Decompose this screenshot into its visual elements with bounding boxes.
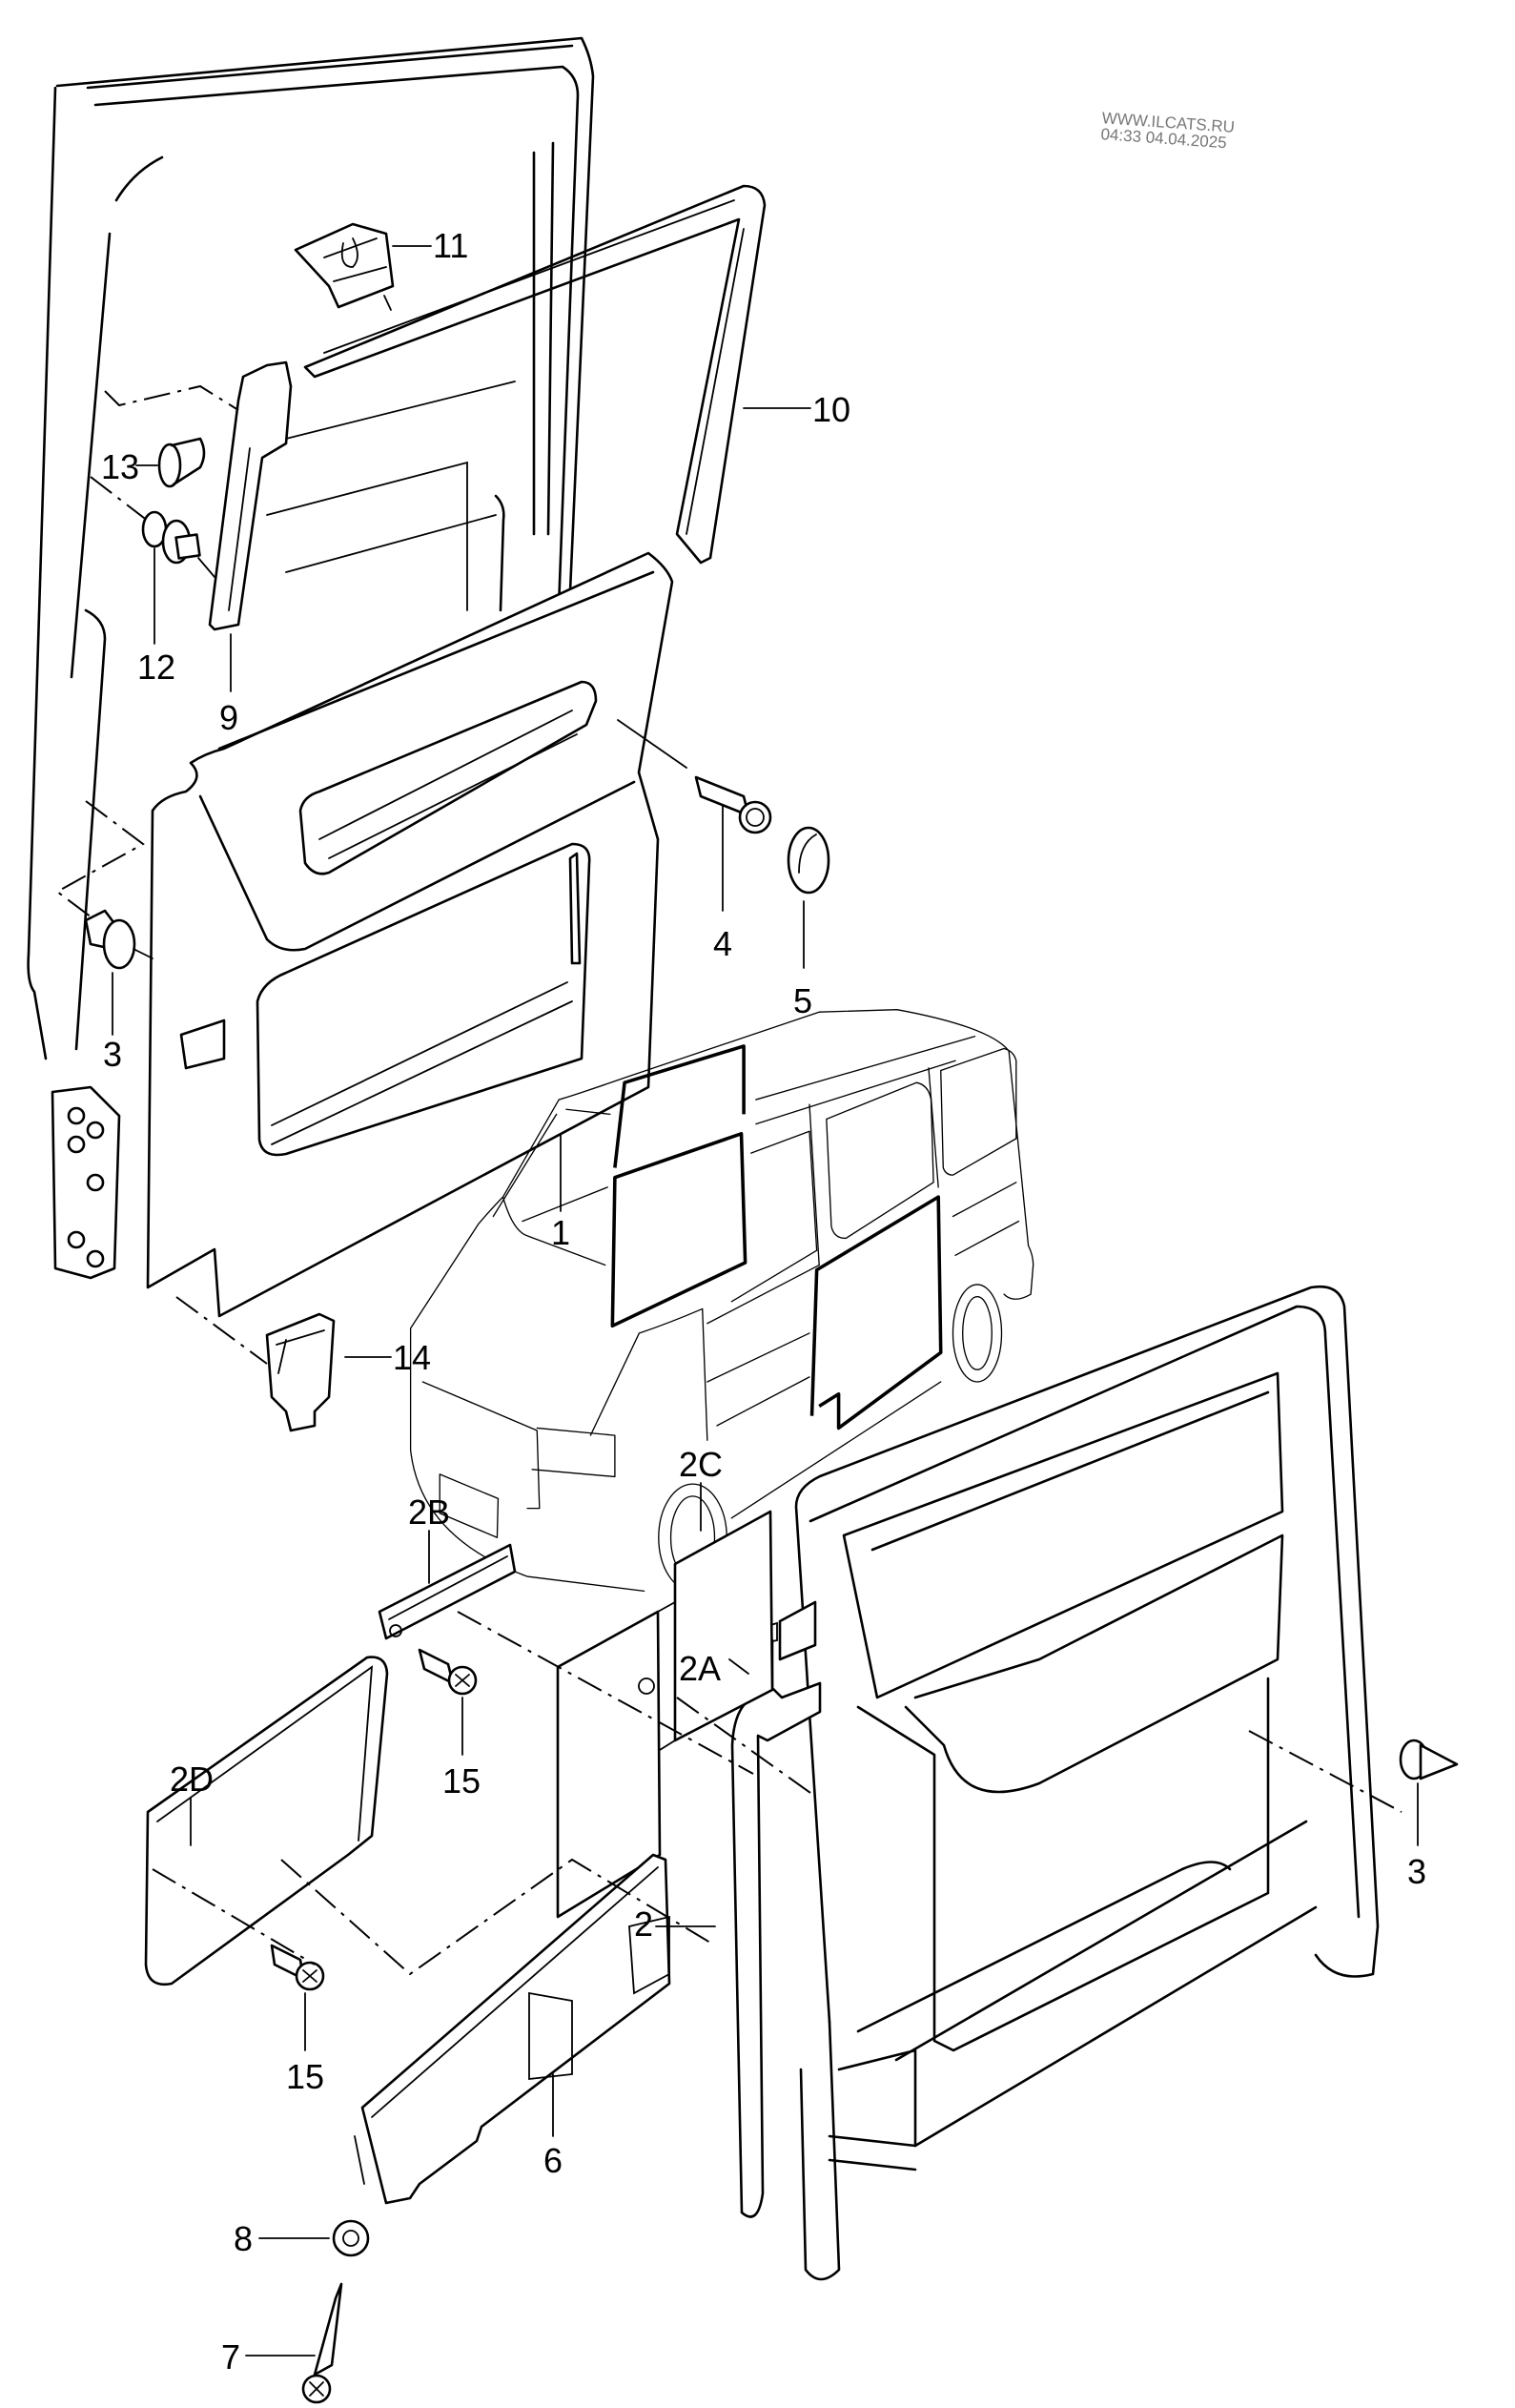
assembly-line xyxy=(175,1296,268,1365)
assembly-line xyxy=(457,1611,754,1775)
part-3-clip-bottom xyxy=(1399,1739,1459,1780)
part-12-clip xyxy=(141,510,215,578)
callout-12: 12 xyxy=(137,648,175,687)
assembly-line xyxy=(104,384,239,411)
part-2a-connector xyxy=(767,1600,817,1661)
part-14-bracket xyxy=(265,1312,336,1432)
part-13-plug xyxy=(157,437,206,488)
callout-14: 14 xyxy=(393,1338,431,1377)
part-11-clip xyxy=(294,222,395,311)
window-seal-10 xyxy=(303,184,767,565)
front-door-frame xyxy=(27,36,595,1060)
callout-15-a: 15 xyxy=(442,1761,481,1801)
part-8-washer xyxy=(332,2219,370,2257)
part-3-clip-top xyxy=(84,909,154,970)
callout-5: 5 xyxy=(793,981,812,1020)
part-7-screw xyxy=(301,2282,343,2404)
callout-3-top: 3 xyxy=(103,1035,122,1074)
callout-2: 2 xyxy=(634,1904,653,1944)
callout-11: 11 xyxy=(433,226,468,265)
part-9-strip xyxy=(208,360,293,631)
callout-15-b: 15 xyxy=(286,2057,324,2096)
part-5-cap xyxy=(787,826,830,895)
part-2c-panel xyxy=(556,1510,774,1919)
door-hinge xyxy=(51,1085,121,1280)
part-6-trim xyxy=(360,1853,671,2205)
callout-13: 13 xyxy=(101,447,139,486)
part-4-screw xyxy=(617,719,772,834)
assembly-line xyxy=(152,1868,316,1966)
part-2-seal xyxy=(730,1638,822,2218)
assembly-line xyxy=(55,800,145,921)
callout-3-bottom: 3 xyxy=(1407,1852,1426,1891)
part-2d-frame xyxy=(144,1656,389,1991)
callout-6: 6 xyxy=(543,2141,563,2180)
assembly-line xyxy=(1248,1730,1402,1813)
callout-2c: 2C xyxy=(679,1445,723,1484)
callout-9: 9 xyxy=(219,698,238,737)
sliding-door-frame xyxy=(794,1285,1380,2281)
callout-1: 1 xyxy=(551,1213,570,1252)
leader-lines-bottom xyxy=(190,1482,1419,2357)
part-2b-bracket xyxy=(378,1543,517,1696)
callout-4: 4 xyxy=(713,924,732,963)
callout-7: 7 xyxy=(221,2337,240,2377)
van-illustration xyxy=(409,1009,1034,1593)
callout-8: 8 xyxy=(234,2219,253,2258)
callout-2a: 2A xyxy=(679,1649,721,1688)
callout-10: 10 xyxy=(812,390,850,429)
callout-2d: 2D xyxy=(170,1760,214,1799)
door-trim-panel-1 xyxy=(146,551,674,1318)
callout-2b: 2B xyxy=(408,1492,450,1532)
leader-lines-top xyxy=(112,245,811,1358)
assembly-line xyxy=(676,1697,811,1794)
assembly-line xyxy=(90,476,154,525)
